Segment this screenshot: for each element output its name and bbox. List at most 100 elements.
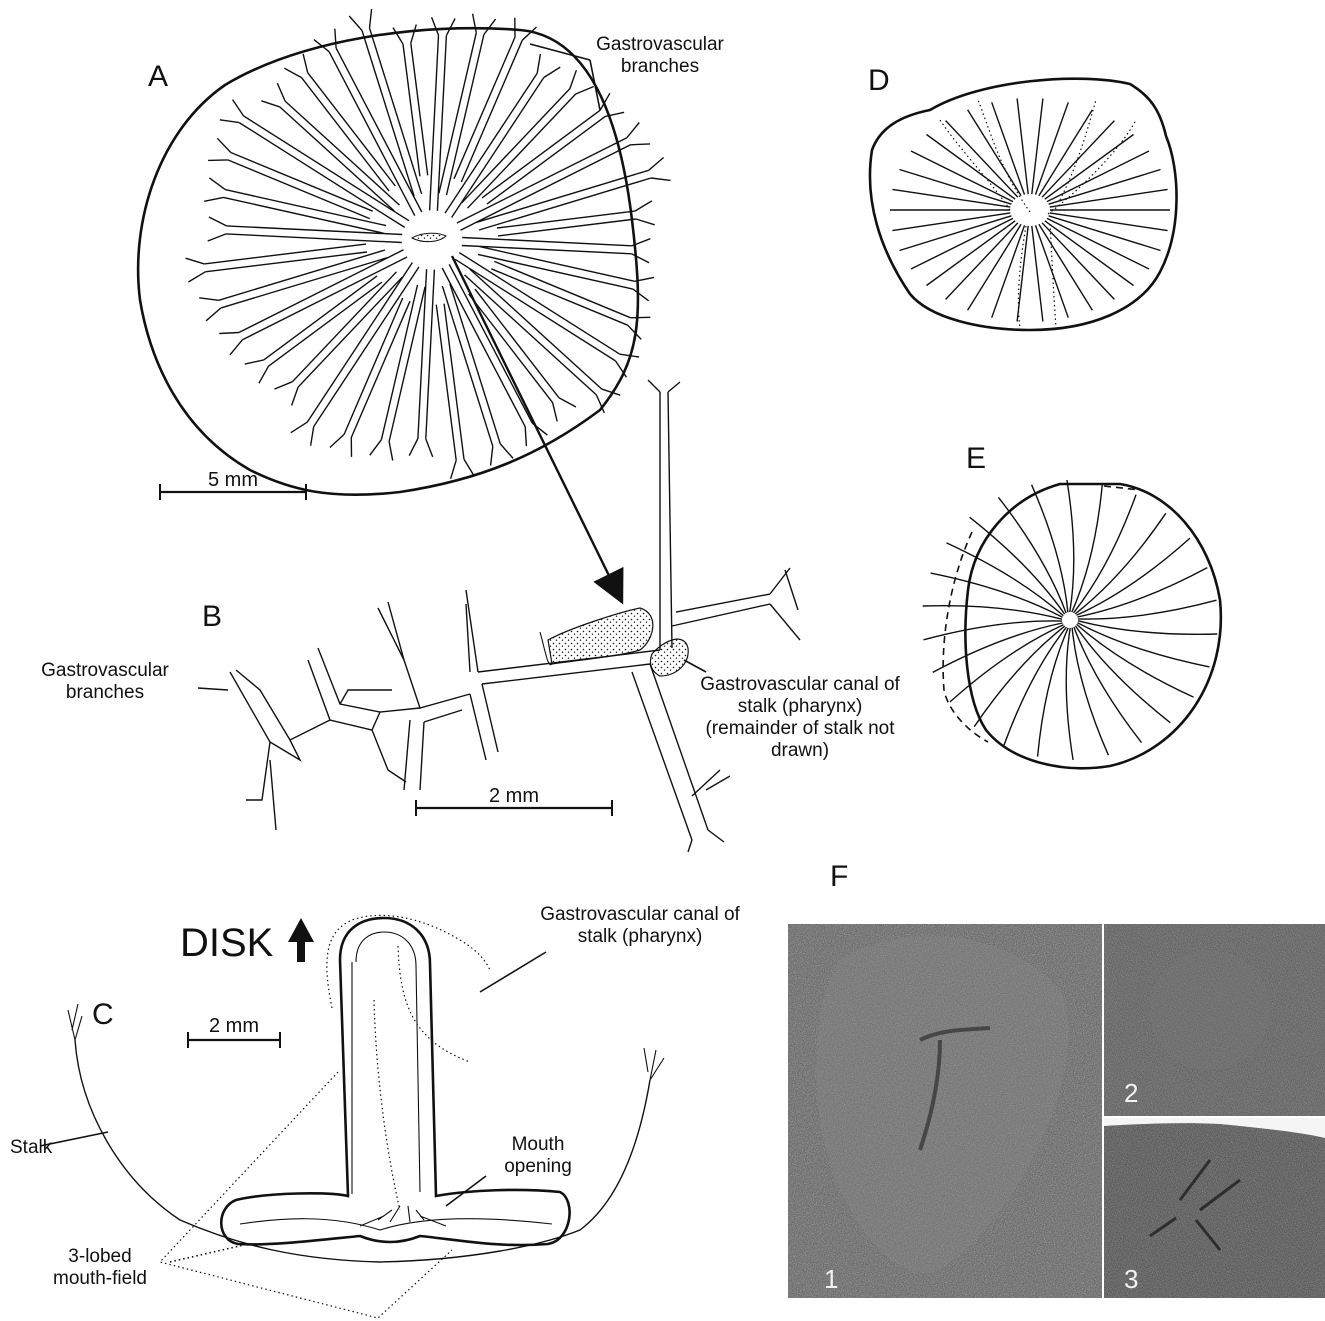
panel-a-canal-fork bbox=[393, 28, 403, 44]
panel-a-canal bbox=[370, 28, 422, 194]
panel-a-canal-fork bbox=[209, 178, 225, 190]
panel-a-canal-fork bbox=[204, 197, 223, 201]
panel-e: E bbox=[923, 442, 1221, 768]
panel-a-canal bbox=[381, 285, 417, 440]
panel-c: C DISK 2 mm Gastrovascular canal of stal… bbox=[10, 904, 741, 1318]
panel-a-canal bbox=[302, 78, 390, 191]
panel-a: A Gastrovascular branches 5 mm bbox=[138, 9, 724, 598]
panel-a-canal bbox=[227, 226, 403, 235]
panel-b-canal-stippled bbox=[650, 639, 688, 676]
panel-a-canal-fork bbox=[451, 460, 457, 479]
panel-c-mouthfield-inner bbox=[240, 1219, 552, 1230]
panel-a-disk-outline bbox=[138, 28, 638, 495]
panel-a-canal bbox=[403, 44, 420, 176]
panel-c-stalk-label: Stalk bbox=[10, 1137, 53, 1158]
panel-a-to-b-arrow bbox=[452, 256, 620, 598]
panel-a-canal bbox=[475, 289, 559, 398]
panel-b-canal-line4: drawn) bbox=[771, 740, 829, 761]
panel-a-canal bbox=[482, 110, 600, 198]
panel-a-canal bbox=[389, 287, 425, 442]
panel-a-label-line1: Gastrovascular bbox=[596, 34, 724, 55]
panel-e-disk-outline bbox=[965, 484, 1220, 768]
panel-b-canal-line1: Gastrovascular canal of bbox=[700, 674, 900, 695]
panel-b-canal-line2: stalk (pharynx) bbox=[738, 696, 863, 717]
panel-a-canal-fork bbox=[426, 439, 433, 457]
panel-e-branch bbox=[1074, 627, 1142, 743]
panel-a-canal bbox=[205, 252, 367, 272]
panel-a-canal bbox=[444, 304, 464, 460]
panel-a-canal bbox=[430, 35, 439, 210]
panel-c-pharynx-inner bbox=[352, 932, 420, 1194]
panel-e-branch bbox=[923, 606, 1062, 619]
panel-a-canal-fork bbox=[217, 138, 231, 152]
panel-e-branch bbox=[1066, 628, 1073, 760]
panel-b-scale-label: 2 mm bbox=[489, 785, 539, 807]
panel-a-canal bbox=[461, 145, 631, 230]
panel-a-canal bbox=[454, 37, 515, 179]
panel-a-canal-fork bbox=[261, 101, 280, 107]
panel-a-canal-fork bbox=[576, 87, 594, 95]
panel-c-mouthfield-line2: mouth-field bbox=[53, 1268, 147, 1289]
panel-a-canal bbox=[487, 117, 605, 205]
panel-a-canal-fork bbox=[491, 446, 493, 465]
panel-c-letter: C bbox=[92, 998, 114, 1031]
panel-a-canal bbox=[497, 211, 635, 228]
panel-a-canal-fork bbox=[219, 333, 239, 334]
panel-a-canal-fork bbox=[631, 317, 651, 318]
panel-e-branch bbox=[1077, 538, 1191, 615]
panel-e-branch bbox=[1074, 495, 1136, 613]
panel-c-stalk-end-right bbox=[644, 1048, 664, 1080]
panel-a-canal bbox=[436, 305, 456, 461]
panel-c-disk-label: DISK bbox=[180, 921, 274, 965]
panel-e-branch bbox=[1072, 628, 1108, 756]
panel-b-branches-line1: Gastrovascular bbox=[41, 660, 169, 681]
panel-a-canal-fork bbox=[188, 272, 205, 282]
panel-a-canal-fork bbox=[473, 14, 477, 33]
panel-e-branch bbox=[1077, 568, 1207, 617]
panel-e-branch bbox=[933, 623, 1063, 672]
panel-c-mouth-line1: Mouth bbox=[512, 1134, 565, 1155]
panel-a-canal-fork bbox=[303, 54, 308, 73]
panel-a-canal bbox=[479, 178, 651, 230]
panel-f-letter: F bbox=[830, 860, 848, 893]
panel-d-branch bbox=[1045, 135, 1134, 200]
panel-a-canal bbox=[411, 43, 428, 175]
panel-d-branch bbox=[927, 221, 1016, 286]
panel-a-canal-fork bbox=[544, 67, 560, 77]
panel-a-canal-fork bbox=[409, 439, 418, 456]
panel-e-branch bbox=[1072, 483, 1103, 612]
panel-a-leader-1 bbox=[530, 44, 590, 60]
panel-a-canal-fork bbox=[651, 178, 671, 180]
panel-a-canal-fork bbox=[311, 427, 314, 446]
panel-a-canal-fork bbox=[208, 160, 228, 161]
panel-a-gastrovascular-branches bbox=[186, 9, 671, 479]
panel-a-canal-fork bbox=[292, 387, 299, 405]
panel-a-canal-fork bbox=[553, 403, 558, 422]
panel-b-pharynx-stippled bbox=[548, 608, 653, 664]
panel-d-letter: D bbox=[868, 64, 890, 97]
panel-a-canal-fork bbox=[635, 201, 652, 211]
panel-a-canal-fork bbox=[559, 398, 576, 407]
panel-a-canal-fork bbox=[233, 100, 244, 116]
panel-f-photo-3-number: 3 bbox=[1124, 1264, 1138, 1294]
panel-a-canal bbox=[478, 254, 633, 289]
panel-a-canal bbox=[225, 190, 386, 226]
panel-a-canal-fork bbox=[349, 16, 362, 31]
panel-e-letter: E bbox=[966, 442, 986, 475]
panel-a-canal-fork bbox=[500, 444, 513, 459]
panel-a-canal bbox=[465, 275, 597, 395]
panel-f-photo-2-number: 2 bbox=[1124, 1078, 1138, 1108]
panel-a-canal-fork bbox=[330, 434, 344, 447]
panel-a-canal bbox=[469, 294, 553, 403]
panel-a-canal-fork bbox=[209, 217, 227, 226]
panel-b-letter: B bbox=[202, 600, 222, 633]
panel-c-canal-line1: Gastrovascular canal of bbox=[540, 904, 740, 925]
panel-d-branch bbox=[927, 135, 1016, 200]
panel-c-leader-canal bbox=[480, 952, 546, 992]
panel-c-mouthfield-line1: 3-lobed bbox=[68, 1246, 131, 1267]
panel-f-photo-1-number: 1 bbox=[824, 1264, 838, 1294]
panel-a-canal-fork bbox=[525, 427, 526, 446]
panel-a-canal bbox=[418, 269, 427, 438]
panel-a-canal-fork bbox=[230, 340, 243, 355]
